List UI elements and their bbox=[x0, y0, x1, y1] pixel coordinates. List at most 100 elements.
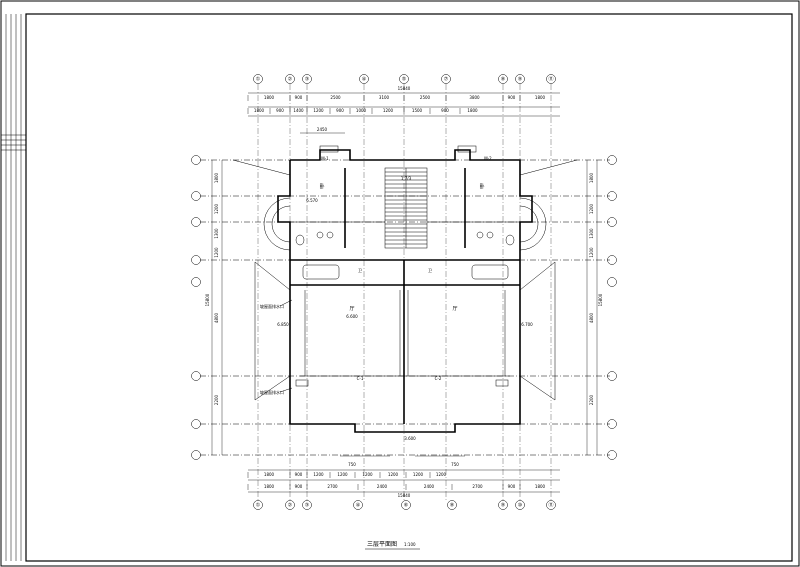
bottom-row1-dim-5: 2700 bbox=[472, 484, 483, 489]
bottom-row2-dim-1: 900 bbox=[295, 472, 303, 477]
balcony-width-dim: 2450 bbox=[317, 127, 328, 132]
right-dim-0: 1800 bbox=[589, 172, 594, 183]
bottom-row2-dim-7: 1200 bbox=[436, 472, 447, 477]
svg-text:①: ① bbox=[256, 77, 261, 83]
window-tag-c2: C-2 bbox=[435, 376, 442, 381]
bottom-row1-dim-6: 900 bbox=[508, 484, 516, 489]
top-row1-dim-6: 900 bbox=[508, 95, 516, 100]
svg-text:④: ④ bbox=[362, 77, 367, 83]
bottom-row2-dim-6: 1200 bbox=[413, 472, 424, 477]
svg-text:②: ② bbox=[288, 77, 293, 83]
bottom-axis-bubble-5: ⑧ bbox=[447, 500, 457, 510]
svg-text:⑪: ⑪ bbox=[548, 76, 553, 83]
svg-text:③: ③ bbox=[305, 503, 309, 509]
svg-text:④: ④ bbox=[356, 503, 361, 509]
bottom-row2-dim-0: 1800 bbox=[264, 472, 275, 477]
left-axis-bubble-7 bbox=[191, 450, 201, 460]
bottom-axis-bubble-1: ② bbox=[285, 500, 295, 510]
room-label-bedroom-right: 卧 bbox=[479, 183, 484, 190]
top-axis-bubble-1: ② bbox=[285, 74, 295, 84]
room-label-bath-right: 卫 bbox=[428, 268, 432, 273]
top-axis-bubble-8: ⑪ bbox=[546, 74, 556, 84]
svg-text:⑧: ⑧ bbox=[501, 77, 506, 83]
top-row1-dim-4: 2500 bbox=[420, 95, 431, 100]
top-row2-dim-8: 900 bbox=[441, 108, 449, 113]
top-row2-dim-6: 1200 bbox=[383, 108, 394, 113]
grid-lines bbox=[257, 84, 552, 500]
top-row2-dim-3: 1200 bbox=[313, 108, 324, 113]
top-row2-dim-0: 1800 bbox=[254, 108, 265, 113]
bottom-axis-bubble-0: ① bbox=[253, 500, 263, 510]
left-axis-bubble-3 bbox=[191, 255, 201, 265]
right-dim-1: 1200 bbox=[589, 203, 594, 214]
top-row2-dim-4: 900 bbox=[336, 108, 344, 113]
bottom-row2-dim-2: 1200 bbox=[313, 472, 324, 477]
top-axis-bubble-4: ⑤ bbox=[399, 74, 409, 84]
floor-plan: 卧 卧 厅 厅 卫 卫 1:7/3 6.600 6.570 6.700 6.85… bbox=[232, 127, 578, 467]
left-dim-5: 2200 bbox=[214, 394, 219, 405]
bottom-row1-dim-0: 1800 bbox=[264, 484, 275, 489]
room-label-hall-right: 厅 bbox=[452, 306, 457, 312]
left-axis-bubble-5 bbox=[191, 371, 201, 381]
door-tag-m1: M-1 bbox=[321, 156, 329, 161]
bottom-axis-bubble-4: ⑥ bbox=[401, 500, 411, 510]
room-label-bath-left: 卫 bbox=[358, 268, 362, 273]
top-row2-dim-7: 1500 bbox=[412, 108, 423, 113]
top-axis-bubble-5: ⑦ bbox=[441, 74, 451, 84]
bottom-axis-bubble-6: ⑨ bbox=[498, 500, 508, 510]
top-row2-dim-1: 900 bbox=[276, 108, 284, 113]
svg-text:⑩: ⑩ bbox=[518, 503, 523, 509]
left-axis-bubble-4 bbox=[191, 277, 201, 287]
right-axis-bubble-0 bbox=[607, 155, 617, 165]
bottom-extra-dim-1: 750 bbox=[348, 462, 356, 467]
svg-text:③: ③ bbox=[305, 77, 309, 83]
right-axis-bubble-6 bbox=[607, 419, 617, 429]
bottom-row1-dim-3: 2400 bbox=[377, 484, 388, 489]
bottom-row1-dim-1: 900 bbox=[295, 484, 303, 489]
left-dim-4: 4800 bbox=[214, 312, 219, 323]
top-axis-bubble-3: ④ bbox=[359, 74, 369, 84]
left-dim-3: 1200 bbox=[214, 247, 219, 258]
right-dim-5: 2200 bbox=[589, 394, 594, 405]
elevation-hall-left: 6.600 bbox=[346, 314, 358, 319]
drawing-scale: 1:100 bbox=[404, 542, 416, 547]
right-axis-bubble-7 bbox=[607, 450, 617, 460]
left-dim-0: 1800 bbox=[214, 172, 219, 183]
top-row1-dim-1: 900 bbox=[295, 95, 303, 100]
top-row1-dim-7: 1800 bbox=[535, 95, 546, 100]
top-row1-dim-0: 1800 bbox=[264, 95, 275, 100]
binding-strip bbox=[1, 14, 26, 561]
bottom-row1-dim-2: 2700 bbox=[327, 484, 338, 489]
door-tag-m2: M-2 bbox=[484, 156, 492, 161]
top-axis-bubble-7: ⑨ bbox=[515, 74, 525, 84]
bottom-axis-bubble-2: ③ bbox=[302, 500, 312, 510]
right-axis-bubble-4 bbox=[607, 277, 617, 287]
bottom-row2-dim-5: 1200 bbox=[388, 472, 399, 477]
bottom-axis-bubble-8: ⑪ bbox=[546, 500, 556, 510]
top-axis-bubble-0: ① bbox=[253, 74, 263, 84]
left-axis-bubble-1 bbox=[191, 191, 201, 201]
right-axis-bubble-1 bbox=[607, 191, 617, 201]
left-axis-bubble-6 bbox=[191, 419, 201, 429]
left-axis-bubble-0 bbox=[191, 155, 201, 165]
window-tag-c1: C-1 bbox=[357, 376, 364, 381]
bottom-row1-dim-7: 1800 bbox=[535, 484, 546, 489]
right-axis-bubble-3 bbox=[607, 255, 617, 265]
bottom-axis-bubble-3: ④ bbox=[353, 500, 363, 510]
inner-frame bbox=[25, 13, 793, 562]
right-axis-bubble-2 bbox=[607, 217, 617, 227]
left-dim-2: 1300 bbox=[214, 228, 219, 239]
svg-text:⑪: ⑪ bbox=[548, 502, 553, 509]
right-dim-4: 4800 bbox=[589, 312, 594, 323]
right-dim-2: 1300 bbox=[589, 228, 594, 239]
svg-text:⑦: ⑦ bbox=[444, 77, 449, 83]
top-axis-bubble-6: ⑧ bbox=[498, 74, 508, 84]
top-row2-dim-9: 1800 bbox=[467, 108, 478, 113]
bottom-axis-bubble-7: ⑩ bbox=[515, 500, 525, 510]
drawing-title-block: 三层平面图 1:100 bbox=[365, 541, 420, 550]
top-row1-dim-5: 3800 bbox=[469, 95, 480, 100]
svg-text:⑧: ⑧ bbox=[450, 503, 455, 509]
